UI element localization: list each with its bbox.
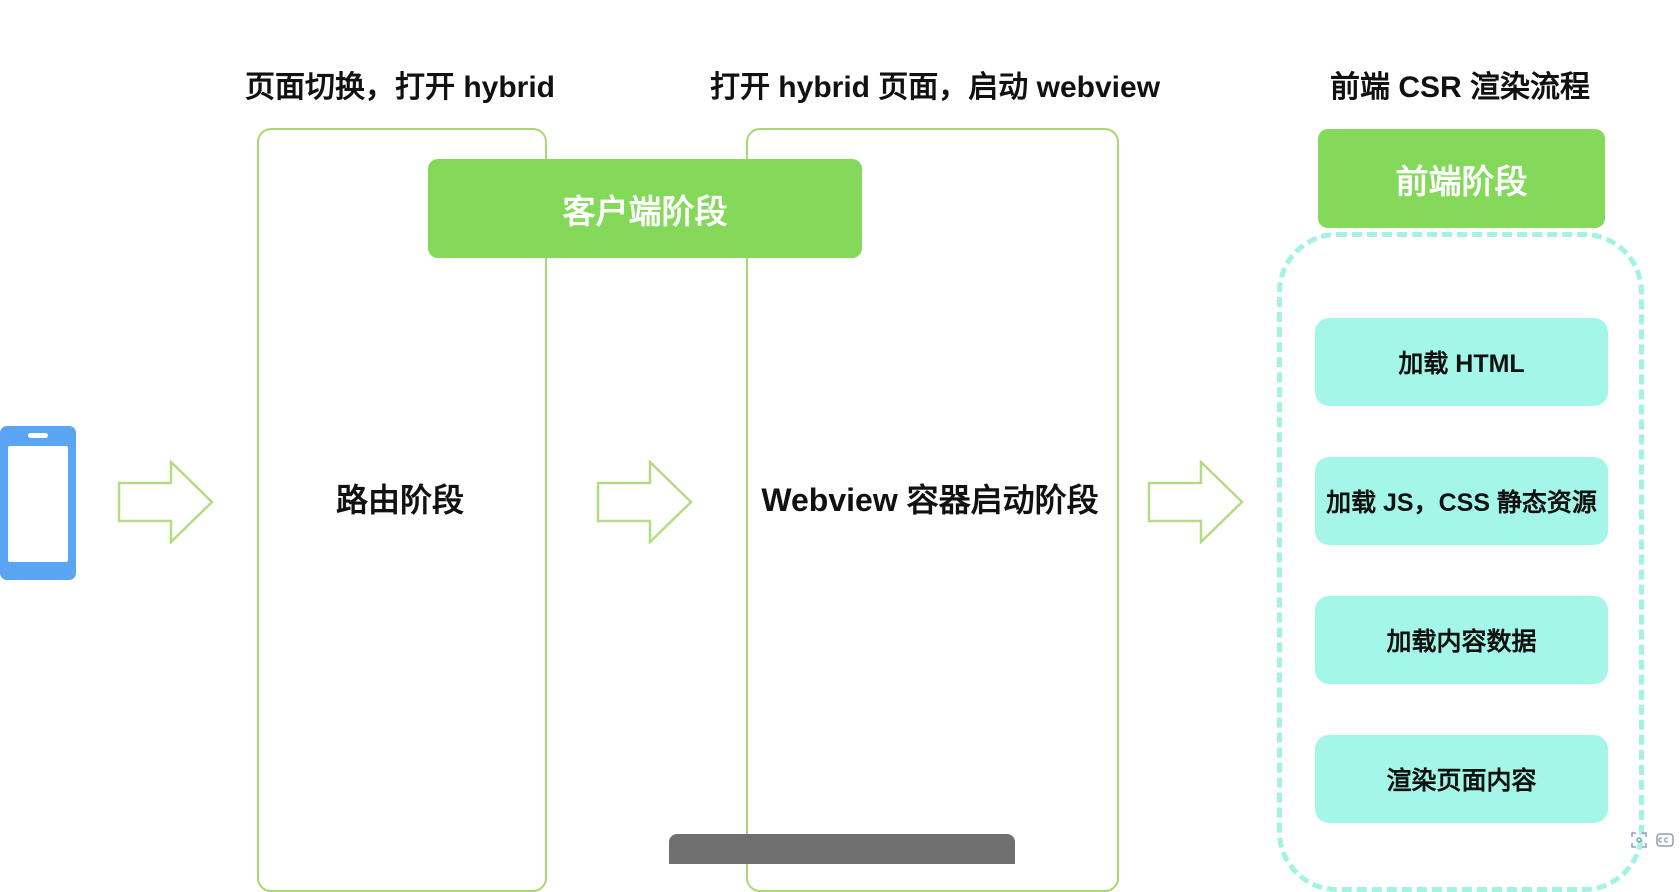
phone-screen xyxy=(8,446,68,562)
heading-page-switch: 页面切换，打开 hybrid xyxy=(244,71,556,104)
step-load-static-assets: 加载 JS，CSS 静态资源 xyxy=(1315,457,1608,545)
frontend-phase-badge: 前端阶段 xyxy=(1318,129,1605,228)
step-load-html: 加载 HTML xyxy=(1315,318,1608,406)
heading-frontend-csr: 前端 CSR 渲染流程 xyxy=(1329,71,1591,104)
step-render-page: 渲染页面内容 xyxy=(1315,735,1608,823)
webview-stage-label: Webview 容器启动阶段 xyxy=(761,482,1099,518)
hollow-right-arrow-icon xyxy=(117,460,214,544)
video-control-bar[interactable] xyxy=(669,834,1015,864)
step-load-content-data: 加载内容数据 xyxy=(1315,596,1608,684)
phone-speaker xyxy=(28,433,48,438)
caption-icon[interactable] xyxy=(1655,830,1675,850)
heading-start-webview: 打开 hybrid 页面，启动 webview xyxy=(709,71,1161,104)
mobile-phone-icon xyxy=(0,426,76,580)
routing-stage-label: 路由阶段 xyxy=(335,482,465,518)
client-phase-badge: 客户端阶段 xyxy=(428,159,862,258)
screenshot-icon[interactable] xyxy=(1629,830,1649,850)
hollow-right-arrow-icon xyxy=(596,460,693,544)
hollow-right-arrow-icon xyxy=(1147,460,1244,544)
